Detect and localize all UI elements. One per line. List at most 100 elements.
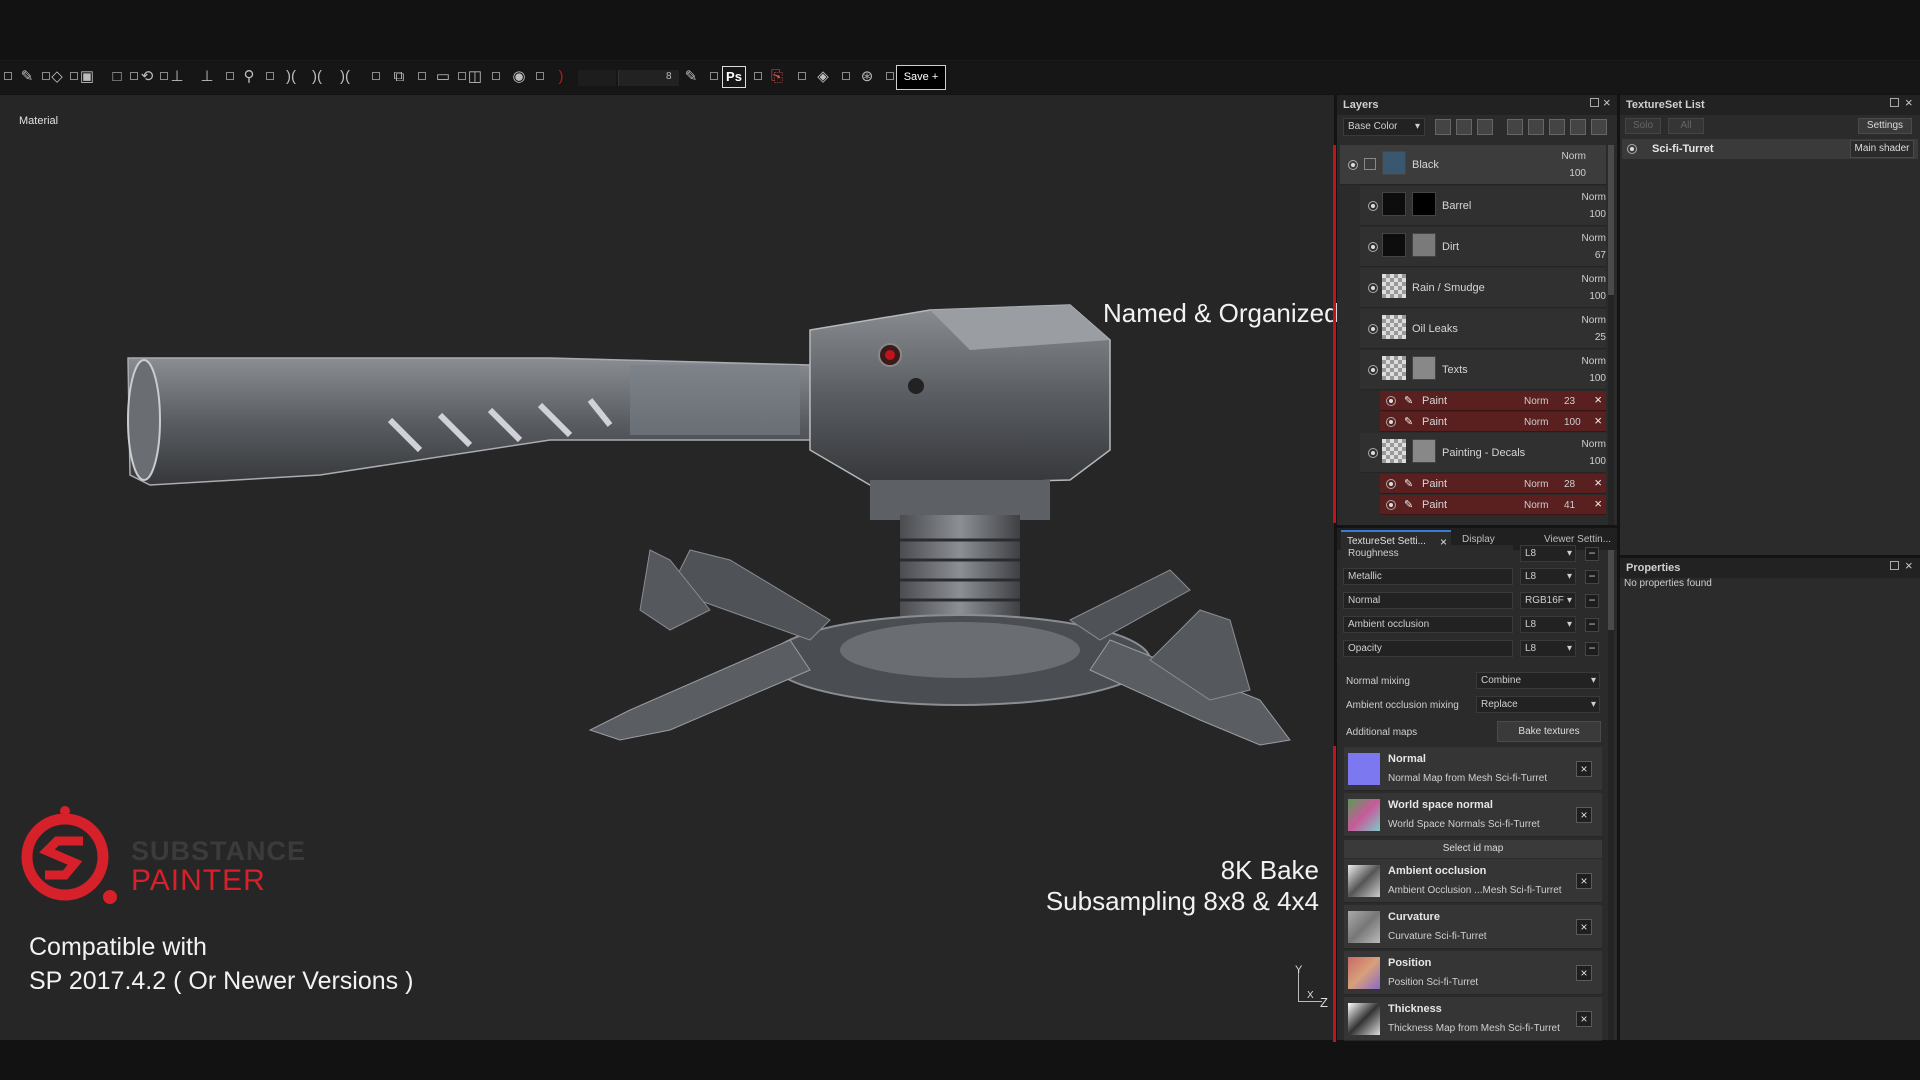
projection-icon[interactable]: ▣ [79,68,95,85]
layer-blend-mode[interactable]: Norm [1581,356,1606,367]
layer-opacity[interactable]: 100 [1589,209,1606,220]
effect-opacity[interactable]: 100 [1564,417,1581,428]
folder-icon[interactable] [1364,158,1376,170]
map-row-thickness[interactable]: Thickness Thickness Map from Mesh Sci-fi… [1344,997,1602,1041]
map-row-ambient-occlusion[interactable]: Ambient occlusion Ambient Occlusion ...M… [1344,859,1602,903]
color-picker-icon[interactable]: ⚲ [243,68,255,85]
channel-format-select[interactable]: L8▾ [1520,568,1576,585]
tool-settings-icon[interactable] [418,72,426,80]
layer-blend-mode[interactable]: Norm [1561,151,1586,162]
visibility-icon[interactable] [1386,479,1396,489]
trash-icon[interactable] [1591,119,1607,135]
layer-opacity[interactable]: 100 [1569,168,1586,179]
clear-map-button[interactable]: × [1576,965,1592,981]
brush-size-slider[interactable] [578,70,616,86]
add-effect-icon[interactable] [1435,119,1451,135]
tool-settings-icon[interactable] [842,72,850,80]
layer-row[interactable]: Oil Leaks Norm 25 [1360,309,1606,349]
normal-mixing-select[interactable]: Combine▾ [1476,672,1600,689]
remove-effect-icon[interactable]: × [1594,392,1602,407]
channel-format-select[interactable]: L8▾ [1520,640,1576,657]
textureset-row[interactable]: Sci-fi-Turret Main shader [1622,139,1918,159]
solo-button[interactable]: Solo [1625,118,1661,134]
polygon-fill-icon[interactable]: □ [112,68,122,85]
close-icon[interactable]: × [1603,95,1611,110]
visibility-icon[interactable] [1368,283,1378,293]
select-id-map-button[interactable]: Select id map [1344,840,1602,858]
tool-settings-icon[interactable] [710,72,718,80]
add-fill-layer-icon[interactable] [1507,119,1523,135]
channel-format-select[interactable]: RGB16F▾ [1520,592,1576,609]
uv-clone-icon[interactable]: ⊥ [200,68,214,85]
layer-blend-mode[interactable]: Norm [1581,315,1606,326]
map-row-world-space-normal[interactable]: World space normal World Space Normals S… [1344,793,1602,837]
smudge-icon[interactable]: ⟲ [140,68,154,85]
tool-settings-icon[interactable] [42,72,50,80]
layer-opacity[interactable]: 25 [1594,332,1606,343]
pen-pressure-icon[interactable]: ✎ [684,68,698,85]
visibility-icon[interactable] [1368,324,1378,334]
layer-row[interactable]: Painting - Decals Norm 100 [1360,433,1606,473]
effect-opacity[interactable]: 28 [1564,479,1576,490]
visibility-icon[interactable] [1368,365,1378,375]
tab-viewer-settings[interactable]: Viewer Settin... [1538,530,1618,550]
layer-opacity[interactable]: 100 [1589,291,1606,302]
add-folder-icon[interactable] [1570,119,1586,135]
tool-settings-icon[interactable] [266,72,274,80]
tool-settings-icon[interactable] [372,72,380,80]
view-cube-icon[interactable]: ◫ [467,68,483,85]
layer-row[interactable]: Black Norm 100 [1340,145,1606,185]
tool-settings-icon[interactable] [160,72,168,80]
layer-row[interactable]: Rain / Smudge Norm 100 [1360,268,1606,308]
effect-blend-mode[interactable]: Norm [1524,417,1549,428]
save-button[interactable]: Save + [896,65,946,90]
cube-selection-icon[interactable]: ⧉ [393,68,405,85]
visibility-icon[interactable] [1368,242,1378,252]
layer-row[interactable]: Dirt Norm 67 [1360,227,1606,267]
symmetry-center-icon[interactable]: )( [312,68,322,85]
settings-scrollbar-thumb[interactable] [1608,550,1614,630]
layer-row[interactable]: Texts Norm 100 [1360,350,1606,390]
effect-row[interactable]: ✎ Paint Norm 100 × [1380,412,1606,432]
map-row-normal[interactable]: Normal Normal Map from Mesh Sci-fi-Turre… [1344,747,1602,791]
remove-effect-icon[interactable]: × [1594,413,1602,428]
symmetry-right-icon[interactable]: )( [340,68,350,85]
paint-icon[interactable] [1477,119,1493,135]
float-panel-icon[interactable] [1890,561,1899,570]
layers-scrollbar[interactable] [1608,145,1614,525]
effect-opacity[interactable]: 23 [1564,396,1576,407]
effect-row[interactable]: ✎ Paint Norm 41 × [1380,495,1606,515]
close-icon[interactable]: × [1439,535,1447,549]
tool-settings-icon[interactable] [798,72,806,80]
substance-share-icon[interactable]: ◈ [817,68,829,85]
add-layer-icon[interactable] [1528,119,1544,135]
remove-channel-button[interactable]: − [1585,547,1599,561]
visibility-icon[interactable] [1348,160,1358,170]
tool-settings-icon[interactable] [458,72,466,80]
paint-brush-icon[interactable]: ✎ [20,68,34,85]
effect-row[interactable]: ✎ Paint Norm 23 × [1380,391,1606,411]
float-panel-icon[interactable] [1890,98,1899,107]
effect-opacity[interactable]: 41 [1564,500,1576,511]
effect-blend-mode[interactable]: Norm [1524,479,1549,490]
effect-blend-mode[interactable]: Norm [1524,500,1549,511]
layer-opacity[interactable]: 100 [1589,373,1606,384]
photoshop-export-icon[interactable]: Ps [722,66,746,88]
tool-settings-icon[interactable] [130,72,138,80]
tool-settings-icon[interactable] [754,72,762,80]
ao-mixing-select[interactable]: Replace▾ [1476,696,1600,713]
close-icon[interactable]: × [1905,95,1913,110]
visibility-icon[interactable] [1627,144,1637,154]
visibility-icon[interactable] [1386,396,1396,406]
channel-format-select[interactable]: L8▾ [1520,616,1576,633]
export-textures-icon[interactable]: ⎘ [770,68,783,85]
add-mask-icon[interactable] [1456,119,1472,135]
tool-settings-icon[interactable] [226,72,234,80]
visibility-icon[interactable] [1368,201,1378,211]
tool-settings-icon[interactable] [70,72,78,80]
map-row-curvature[interactable]: Curvature Curvature Sci-fi-Turret × [1344,905,1602,949]
map-row-position[interactable]: Position Position Sci-fi-Turret × [1344,951,1602,995]
effect-blend-mode[interactable]: Norm [1524,396,1549,407]
brush-size-field[interactable] [618,70,679,86]
remove-effect-icon[interactable]: × [1594,496,1602,511]
